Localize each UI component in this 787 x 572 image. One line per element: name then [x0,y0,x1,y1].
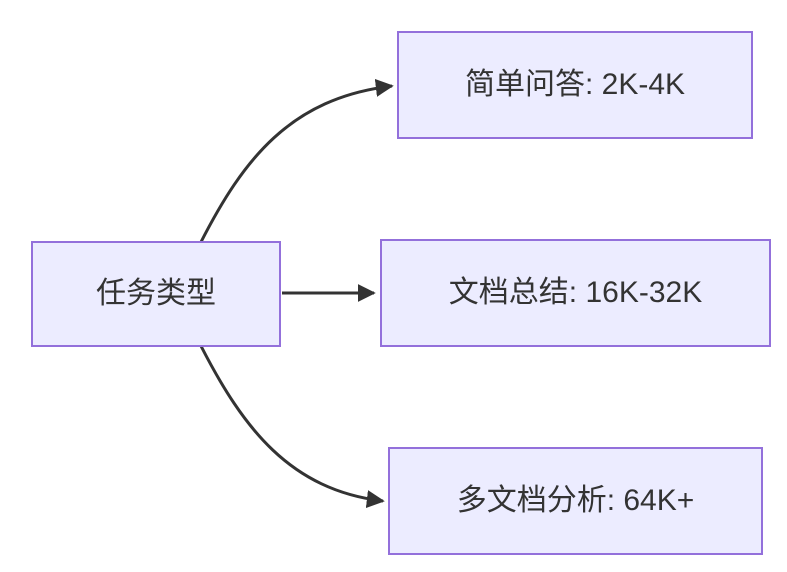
edge-task-type-to-simple-qa [199,78,394,243]
node-task-type-label: 任务类型 [96,277,216,310]
node-simple-qa: 简单问答: 2K-4K [397,31,753,139]
node-multi-doc-label: 多文档分析: 64K+ [456,484,695,517]
node-multi-doc: 多文档分析: 64K+ [388,447,763,555]
node-doc-summary-label: 文档总结: 16K-32K [448,276,703,309]
node-doc-summary: 文档总结: 16K-32K [380,239,771,347]
node-simple-qa-label: 简单问答: 2K-4K [464,68,686,101]
node-task-type: 任务类型 [31,241,281,347]
edge-task-type-to-multi-doc [199,345,385,509]
